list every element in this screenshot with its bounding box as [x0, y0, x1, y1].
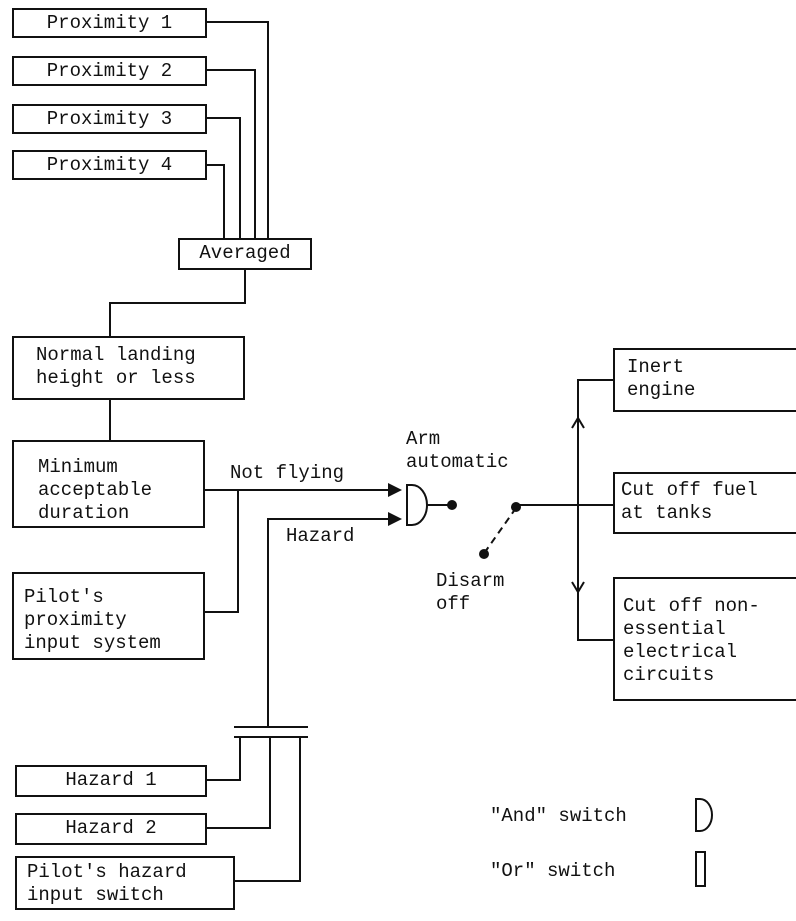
- switch-contact-arm: [447, 500, 457, 510]
- arm-automatic-label: Arm automatic: [406, 428, 509, 473]
- pilot-proximity-wire: [205, 490, 239, 613]
- proximity-3-wire: [207, 117, 241, 242]
- and-gate: [406, 484, 428, 526]
- inert-engine-box: Inert engine: [613, 348, 796, 412]
- arrow-up: [571, 416, 585, 429]
- proximity-1-wire: [207, 21, 269, 242]
- pilot-hazard-wire: [235, 737, 301, 882]
- legend-or-symbol: [695, 851, 706, 887]
- normal-landing-box: Normal landing height or less: [12, 336, 245, 400]
- proximity-4-box: Proximity 4: [12, 150, 207, 180]
- proximity-2-wire: [207, 69, 256, 242]
- hazard-1-box: Hazard 1: [15, 765, 207, 797]
- hazard-2-box: Hazard 2: [15, 813, 207, 845]
- proximity-3-box: Proximity 3: [12, 104, 207, 134]
- proximity-2-box: Proximity 2: [12, 56, 207, 86]
- arrow-down: [571, 581, 585, 594]
- hazard-wire: [267, 518, 390, 727]
- legend-and-symbol: [695, 798, 713, 832]
- legend-or-label: "Or" switch: [490, 860, 616, 882]
- switch-pivot: [511, 502, 521, 512]
- proximity-4-wire: [207, 164, 225, 242]
- not-flying-arrowhead: [388, 483, 402, 497]
- pilot-proximity-box: Pilot's proximity input system: [12, 572, 205, 660]
- legend-and-label: "And" switch: [490, 805, 627, 827]
- averaged-box: Averaged: [178, 238, 312, 270]
- output-bus: [577, 379, 613, 641]
- cut-off-electrical-box: Cut off non- essential electrical circui…: [613, 577, 796, 701]
- switch-contact-disarm: [479, 549, 489, 559]
- hazard-2-wire: [207, 737, 271, 829]
- cut-off-fuel-box: Cut off fuel at tanks: [613, 472, 796, 534]
- not-flying-label: Not flying: [230, 462, 345, 484]
- hazard-arrowhead: [388, 512, 402, 526]
- hazard-label: Hazard: [286, 525, 355, 547]
- disarm-off-label: Disarm off: [436, 570, 505, 615]
- averaged-wire: [109, 270, 246, 336]
- pilot-hazard-box: Pilot's hazard input switch: [15, 856, 235, 910]
- switch-lever: [484, 507, 517, 553]
- hazard-1-wire: [207, 737, 241, 781]
- minimum-duration-box: Minimum acceptable duration: [12, 440, 205, 528]
- proximity-1-box: Proximity 1: [12, 8, 207, 38]
